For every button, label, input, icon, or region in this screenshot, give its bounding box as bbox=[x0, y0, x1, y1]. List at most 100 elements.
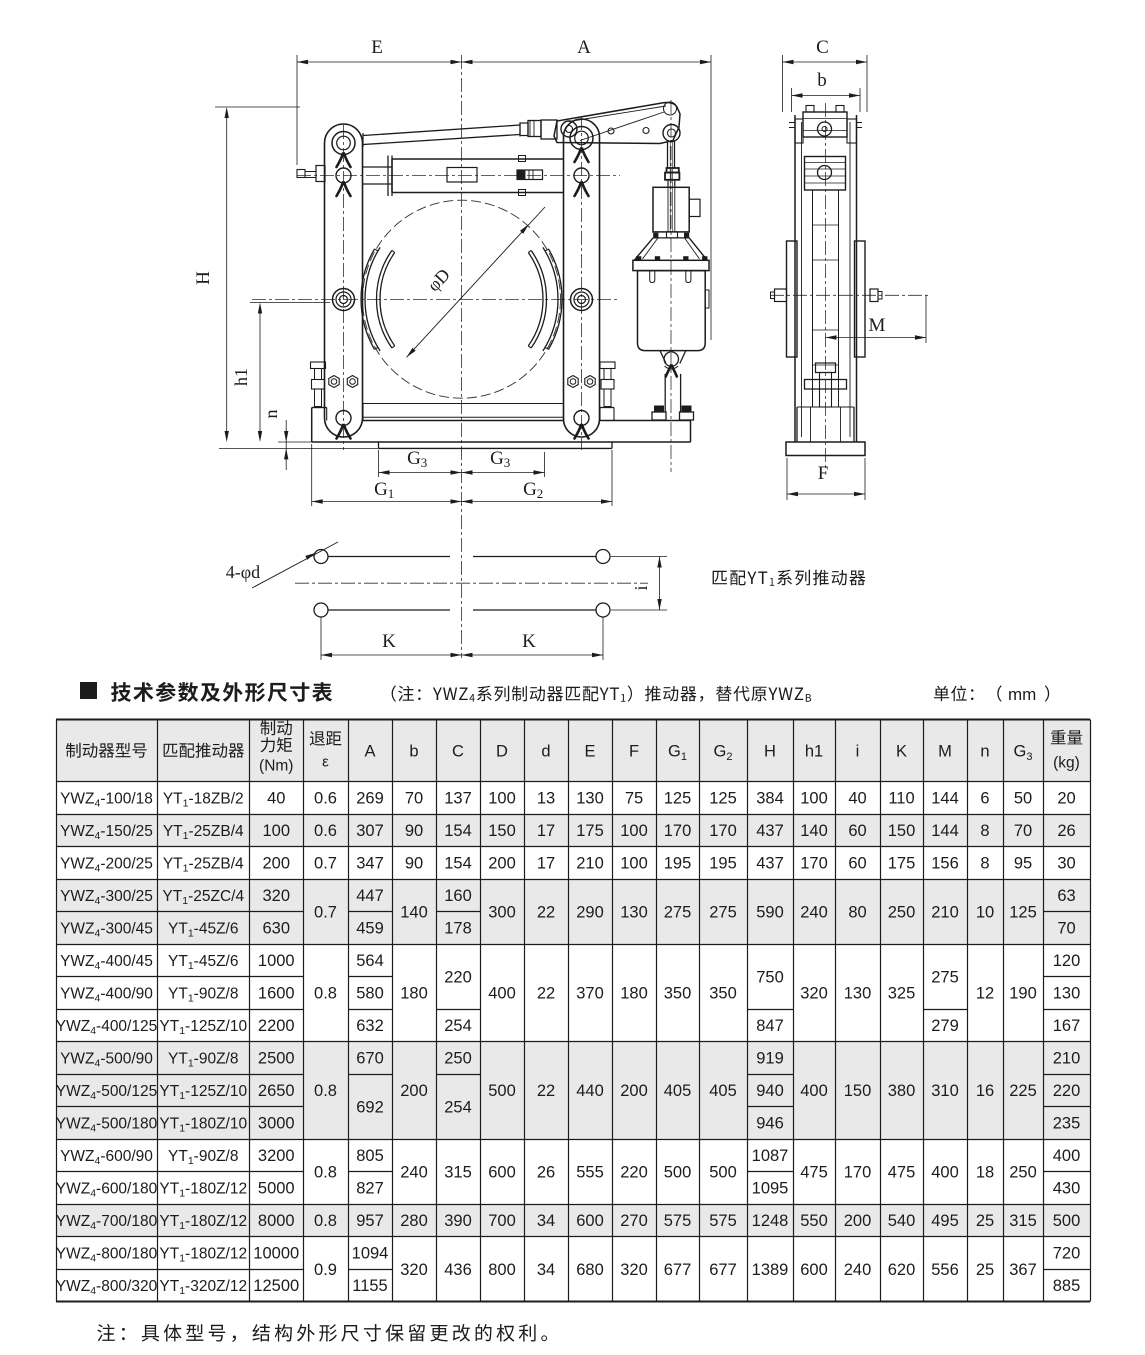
svg-text:130: 130 bbox=[1053, 985, 1081, 1003]
svg-text:0.6: 0.6 bbox=[314, 790, 337, 808]
svg-text:YWZ4-600/90: YWZ4-600/90 bbox=[60, 1148, 153, 1167]
svg-text:550: 550 bbox=[800, 1212, 828, 1230]
svg-text:692: 692 bbox=[356, 1098, 384, 1116]
svg-text:G: G bbox=[374, 479, 388, 500]
svg-text:YT1-320Z/12: YT1-320Z/12 bbox=[159, 1278, 247, 1297]
svg-text:YWZ4-400/90: YWZ4-400/90 bbox=[60, 985, 153, 1004]
svg-text:677: 677 bbox=[709, 1261, 737, 1279]
svg-text:YT1-180Z/12: YT1-180Z/12 bbox=[159, 1180, 247, 1199]
svg-text:YT1-45Z/6: YT1-45Z/6 bbox=[168, 920, 238, 939]
svg-text:279: 279 bbox=[931, 1017, 959, 1035]
svg-text:170: 170 bbox=[664, 822, 692, 840]
svg-text:632: 632 bbox=[356, 1017, 384, 1035]
svg-text:M: M bbox=[938, 743, 952, 761]
svg-text:210: 210 bbox=[1053, 1050, 1081, 1068]
svg-text:26: 26 bbox=[537, 1163, 555, 1181]
svg-text:235: 235 bbox=[1053, 1115, 1081, 1133]
svg-text:500: 500 bbox=[1053, 1212, 1081, 1230]
svg-text:3: 3 bbox=[504, 455, 511, 470]
svg-text:YWZ4-500/125: YWZ4-500/125 bbox=[56, 1083, 157, 1102]
svg-text:17: 17 bbox=[537, 855, 555, 873]
svg-text:10: 10 bbox=[976, 903, 994, 921]
svg-text:1094: 1094 bbox=[352, 1245, 389, 1263]
svg-text:140: 140 bbox=[400, 903, 428, 921]
svg-text:140: 140 bbox=[800, 822, 828, 840]
svg-text:200: 200 bbox=[400, 1082, 428, 1100]
svg-text:380: 380 bbox=[888, 1082, 916, 1100]
svg-text:75: 75 bbox=[625, 790, 643, 808]
svg-text:325: 325 bbox=[888, 985, 916, 1003]
svg-text:495: 495 bbox=[931, 1212, 959, 1230]
svg-text:805: 805 bbox=[356, 1147, 384, 1165]
svg-text:437: 437 bbox=[756, 855, 784, 873]
svg-text:100: 100 bbox=[262, 822, 290, 840]
svg-text:437: 437 bbox=[756, 822, 784, 840]
svg-text:YWZ4-100/18: YWZ4-100/18 bbox=[60, 790, 153, 809]
svg-text:M: M bbox=[869, 315, 886, 336]
svg-text:210: 210 bbox=[931, 903, 959, 921]
svg-text:400: 400 bbox=[1053, 1147, 1081, 1165]
svg-text:70: 70 bbox=[1014, 822, 1032, 840]
svg-text:63: 63 bbox=[1057, 887, 1075, 905]
svg-text:630: 630 bbox=[262, 920, 290, 938]
svg-text:885: 885 bbox=[1053, 1277, 1081, 1295]
svg-text:YWZ4-800/180: YWZ4-800/180 bbox=[56, 1245, 158, 1264]
svg-text:167: 167 bbox=[1053, 1017, 1081, 1035]
svg-text:60: 60 bbox=[848, 855, 866, 873]
svg-text:50: 50 bbox=[1014, 790, 1032, 808]
svg-text:K: K bbox=[522, 631, 536, 652]
svg-text:1: 1 bbox=[388, 486, 395, 501]
svg-text:YT1-25ZC/4: YT1-25ZC/4 bbox=[162, 888, 244, 907]
svg-text:YT1-125Z/10: YT1-125Z/10 bbox=[159, 1018, 247, 1037]
svg-text:500: 500 bbox=[664, 1163, 692, 1181]
svg-text:275: 275 bbox=[664, 903, 692, 921]
svg-text:137: 137 bbox=[444, 790, 472, 808]
svg-text:b: b bbox=[409, 743, 418, 761]
svg-text:n: n bbox=[980, 743, 989, 761]
svg-text:90: 90 bbox=[405, 822, 423, 840]
svg-text:YWZ4-150/25: YWZ4-150/25 bbox=[60, 823, 153, 842]
svg-text:200: 200 bbox=[620, 1082, 648, 1100]
svg-text:225: 225 bbox=[1009, 1082, 1037, 1100]
svg-text:22: 22 bbox=[537, 903, 555, 921]
svg-text:957: 957 bbox=[356, 1212, 384, 1230]
svg-text:154: 154 bbox=[444, 855, 472, 873]
svg-text:2: 2 bbox=[537, 486, 544, 501]
svg-text:315: 315 bbox=[444, 1163, 472, 1181]
svg-text:195: 195 bbox=[709, 855, 737, 873]
svg-text:1248: 1248 bbox=[752, 1212, 789, 1230]
svg-text:130: 130 bbox=[844, 985, 872, 1003]
svg-text:680: 680 bbox=[576, 1261, 604, 1279]
svg-text:436: 436 bbox=[444, 1261, 472, 1279]
svg-text:459: 459 bbox=[356, 920, 384, 938]
svg-text:125: 125 bbox=[1009, 903, 1037, 921]
svg-text:A: A bbox=[364, 743, 375, 761]
svg-text:YT1-45Z/6: YT1-45Z/6 bbox=[168, 953, 238, 972]
svg-text:400: 400 bbox=[931, 1163, 959, 1181]
svg-text:70: 70 bbox=[405, 790, 423, 808]
svg-text:12500: 12500 bbox=[253, 1277, 299, 1295]
svg-text:200: 200 bbox=[488, 855, 516, 873]
svg-text:1095: 1095 bbox=[752, 1180, 789, 1198]
svg-text:300: 300 bbox=[488, 903, 516, 921]
svg-text:16: 16 bbox=[976, 1082, 994, 1100]
svg-text:254: 254 bbox=[444, 1017, 472, 1035]
svg-text:827: 827 bbox=[356, 1180, 384, 1198]
svg-text:12: 12 bbox=[976, 985, 994, 1003]
svg-text:YWZ4-600/180: YWZ4-600/180 bbox=[56, 1180, 158, 1199]
svg-text:1389: 1389 bbox=[752, 1261, 789, 1279]
svg-text:240: 240 bbox=[844, 1261, 872, 1279]
svg-text:430: 430 bbox=[1053, 1180, 1081, 1198]
svg-text:555: 555 bbox=[576, 1163, 604, 1181]
svg-text:G: G bbox=[490, 448, 504, 469]
svg-text:575: 575 bbox=[664, 1212, 692, 1230]
svg-text:G: G bbox=[407, 448, 421, 469]
svg-text:3000: 3000 bbox=[258, 1115, 295, 1133]
svg-text:600: 600 bbox=[488, 1163, 516, 1181]
svg-text:620: 620 bbox=[888, 1261, 916, 1279]
svg-text:i: i bbox=[856, 743, 860, 761]
svg-text:220: 220 bbox=[1053, 1082, 1081, 1100]
svg-text:150: 150 bbox=[888, 822, 916, 840]
svg-text:160: 160 bbox=[444, 887, 472, 905]
svg-text:210: 210 bbox=[576, 855, 604, 873]
